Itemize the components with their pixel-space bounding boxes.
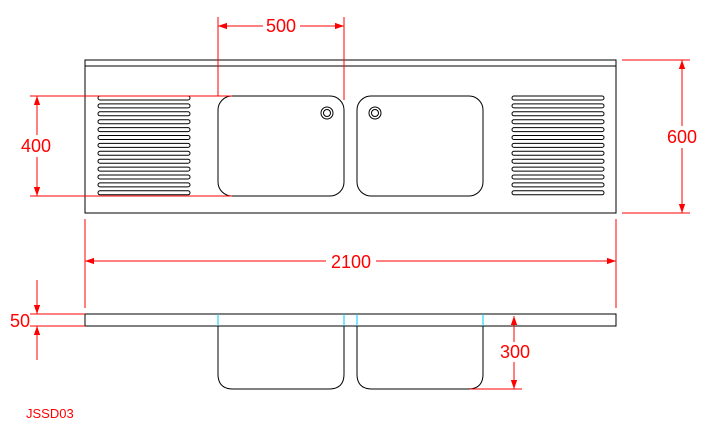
drainer-groove bbox=[97, 111, 191, 117]
drainer-groove bbox=[97, 95, 191, 101]
drainer-groove bbox=[97, 135, 191, 140]
dimension-lines bbox=[30, 17, 690, 390]
dim-top-thickness-label: 50 bbox=[10, 311, 30, 331]
drainer-groove bbox=[97, 103, 191, 109]
drainer-groove bbox=[97, 150, 191, 156]
hidden-edges bbox=[217, 314, 484, 326]
tap-hole-left bbox=[320, 106, 334, 120]
drainer-groove bbox=[511, 190, 605, 196]
drainer-groove bbox=[511, 135, 605, 140]
drainer-groove bbox=[511, 142, 605, 148]
drainer-groove bbox=[511, 182, 605, 188]
drainer-groove bbox=[511, 127, 605, 133]
dim-bowl-width-label: 500 bbox=[266, 16, 296, 36]
drainer-groove bbox=[97, 127, 191, 133]
drainer-groove bbox=[511, 95, 605, 101]
drainer-grooves-right bbox=[511, 95, 605, 196]
drainer-groove bbox=[511, 158, 605, 164]
bowl-left-elevation bbox=[217, 326, 345, 390]
dim-overall-length-label: 2100 bbox=[331, 252, 371, 272]
drainer-groove bbox=[511, 111, 605, 117]
plan-view bbox=[84, 59, 617, 214]
worktop-edge bbox=[84, 313, 617, 327]
bowl-left bbox=[217, 95, 345, 197]
drainer-groove bbox=[511, 150, 605, 156]
dim-bowl-height-label: 300 bbox=[500, 342, 530, 362]
dim-bowl-depth-label: 400 bbox=[21, 136, 51, 156]
drainer-groove bbox=[97, 174, 191, 180]
drainer-groove bbox=[511, 119, 605, 125]
bowl-right bbox=[356, 95, 484, 197]
drainer-groove bbox=[97, 166, 191, 172]
drainer-groove bbox=[97, 182, 191, 188]
elevation-view bbox=[84, 313, 617, 390]
drainer-groove bbox=[97, 158, 191, 164]
drainer-groove bbox=[511, 103, 605, 109]
drainer-groove bbox=[97, 190, 191, 196]
drainer-groove bbox=[511, 174, 605, 180]
tap-hole-right bbox=[368, 106, 382, 120]
bowl-right-elevation bbox=[356, 326, 484, 390]
drainer-groove bbox=[511, 166, 605, 172]
drainer-groove bbox=[97, 142, 191, 148]
drainer-groove bbox=[97, 119, 191, 125]
drawing-code: JSSD03 bbox=[26, 406, 74, 421]
dim-overall-depth-label: 600 bbox=[667, 127, 697, 147]
dimension-labels: 500 400 600 2100 50 300 bbox=[10, 16, 697, 362]
worktop-outline bbox=[84, 59, 617, 214]
drainer-grooves-left bbox=[97, 95, 191, 196]
